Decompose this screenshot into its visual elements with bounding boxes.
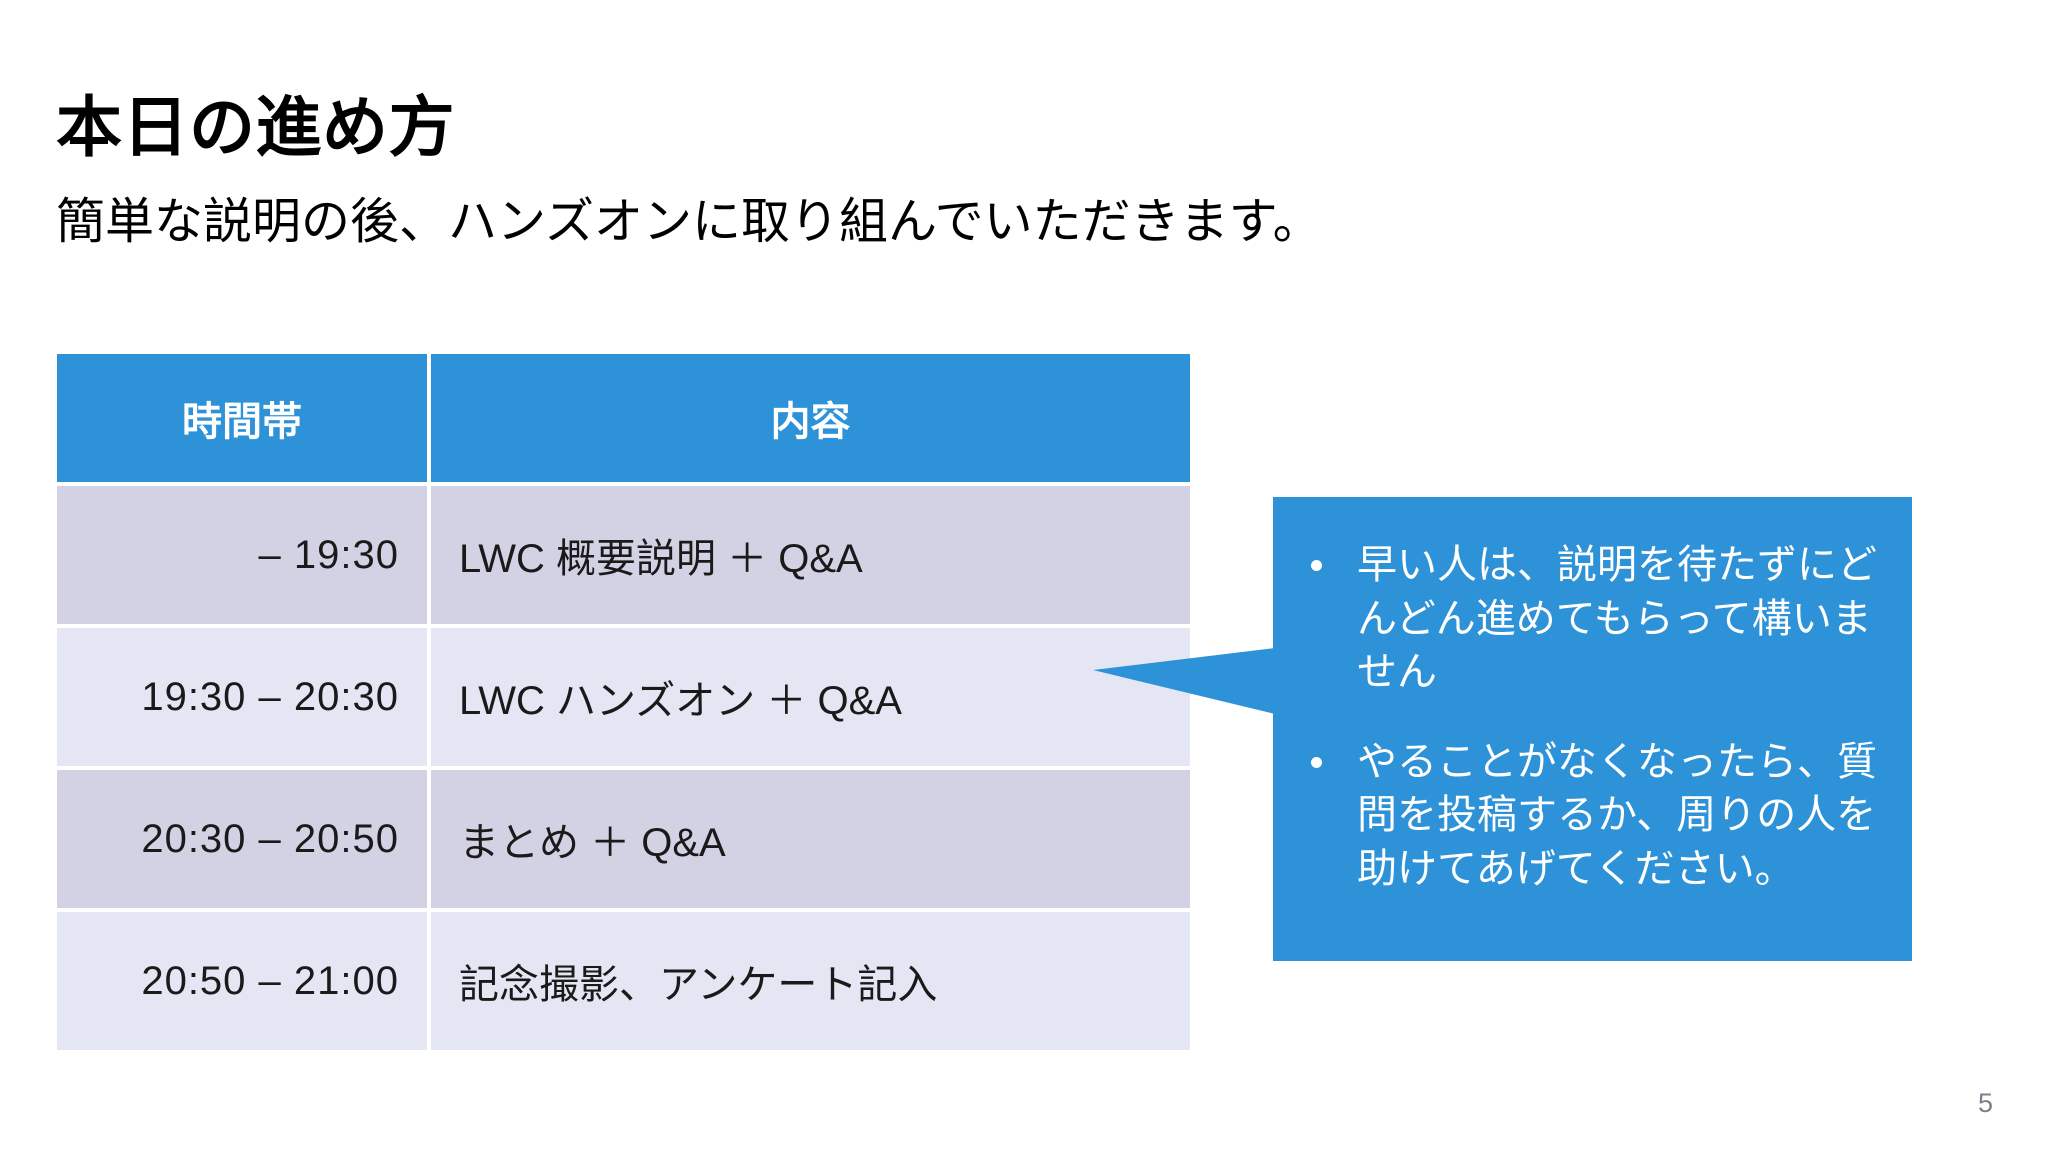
callout-bullet-list: 早い人は、説明を待たずにどんどん進めてもらって構いません やることがなくなったら… <box>1299 539 1886 897</box>
callout-pointer-arrow <box>1093 648 1275 714</box>
agenda-table: 時間帯 内容 – 19:30 LWC 概要説明 ＋ Q&A 19:30 – 20… <box>57 354 1190 1050</box>
cell-time: – 19:30 <box>57 482 431 624</box>
cell-time: 20:30 – 20:50 <box>57 766 431 908</box>
cell-content: LWC 概要説明 ＋ Q&A <box>431 482 1190 624</box>
callout-box: 早い人は、説明を待たずにどんどん進めてもらって構いません やることがなくなったら… <box>1273 497 1912 961</box>
table-row: 19:30 – 20:30 LWC ハンズオン ＋ Q&A <box>57 624 1190 766</box>
list-item-label: 早い人は、説明を待たずにどんどん進めてもらって構いません <box>1357 543 1877 695</box>
column-header-content: 内容 <box>431 354 1190 482</box>
agenda-table-header: 時間帯 内容 <box>57 354 1190 482</box>
cell-time: 19:30 – 20:30 <box>57 624 431 766</box>
page-number: 5 <box>1977 1088 1993 1118</box>
page-title: 本日の進め方 <box>56 90 455 164</box>
table-header-row: 時間帯 内容 <box>57 354 1190 482</box>
cell-content: まとめ ＋ Q&A <box>431 766 1190 908</box>
table-row: – 19:30 LWC 概要説明 ＋ Q&A <box>57 482 1190 624</box>
bullet-dot-icon <box>1311 560 1322 571</box>
table-row: 20:30 – 20:50 まとめ ＋ Q&A <box>57 766 1190 908</box>
list-item-label: やることがなくなったら、質問を投稿するか、周りの人を助けてあげてください。 <box>1357 739 1877 891</box>
cell-content: 記念撮影、アンケート記入 <box>431 908 1190 1050</box>
cell-content: LWC ハンズオン ＋ Q&A <box>431 624 1190 766</box>
cell-time: 20:50 – 21:00 <box>57 908 431 1050</box>
column-header-time: 時間帯 <box>57 354 431 482</box>
bullet-dot-icon <box>1311 756 1322 768</box>
table-row: 20:50 – 21:00 記念撮影、アンケート記入 <box>57 908 1190 1050</box>
list-item: 早い人は、説明を待たずにどんどん進めてもらって構いません <box>1299 539 1886 700</box>
list-item: やることがなくなったら、質問を投稿するか、周りの人を助けてあげてください。 <box>1299 736 1886 897</box>
page-subtitle: 簡単な説明の後、ハンズオンに取り組んでいただきます。 <box>56 195 1322 249</box>
agenda-table-body: – 19:30 LWC 概要説明 ＋ Q&A 19:30 – 20:30 LWC… <box>57 482 1190 1050</box>
